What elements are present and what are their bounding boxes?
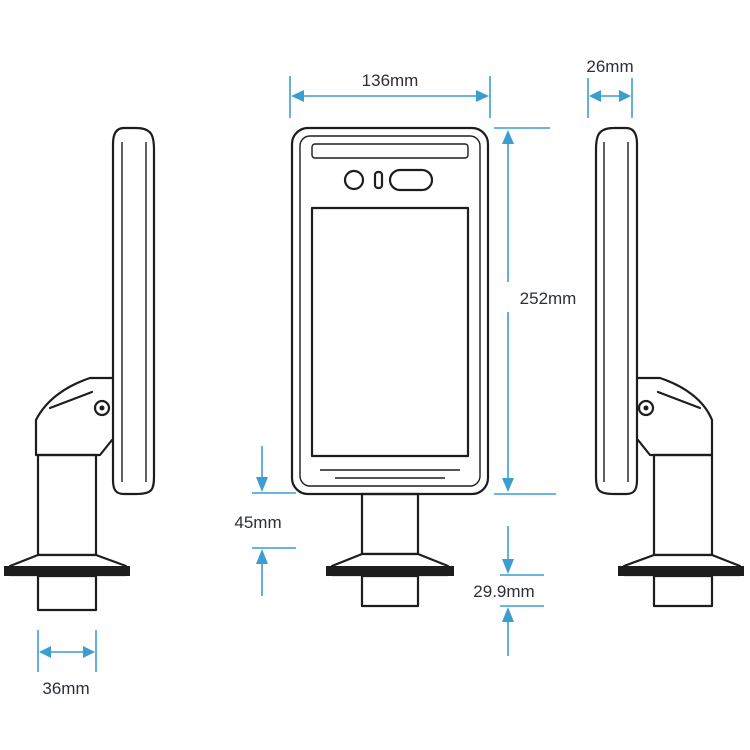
stand-height-label: 45mm [234, 513, 281, 532]
pole-diameter-label: 36mm [42, 679, 89, 698]
front-view [290, 126, 490, 608]
base-height-label: 29.9mm [473, 582, 534, 601]
depth-label: 26mm [586, 57, 633, 76]
height-label: 252mm [520, 289, 577, 308]
width-dimension [289, 76, 491, 118]
height-dimension [494, 127, 556, 495]
left-side-view [4, 126, 156, 612]
width-label: 136mm [362, 71, 419, 90]
stand-height-dimension [252, 446, 296, 596]
depth-dimension [587, 78, 633, 118]
right-side-view [594, 126, 744, 608]
pole-diameter-dimension [37, 630, 97, 672]
base-height-dimension [500, 526, 544, 656]
